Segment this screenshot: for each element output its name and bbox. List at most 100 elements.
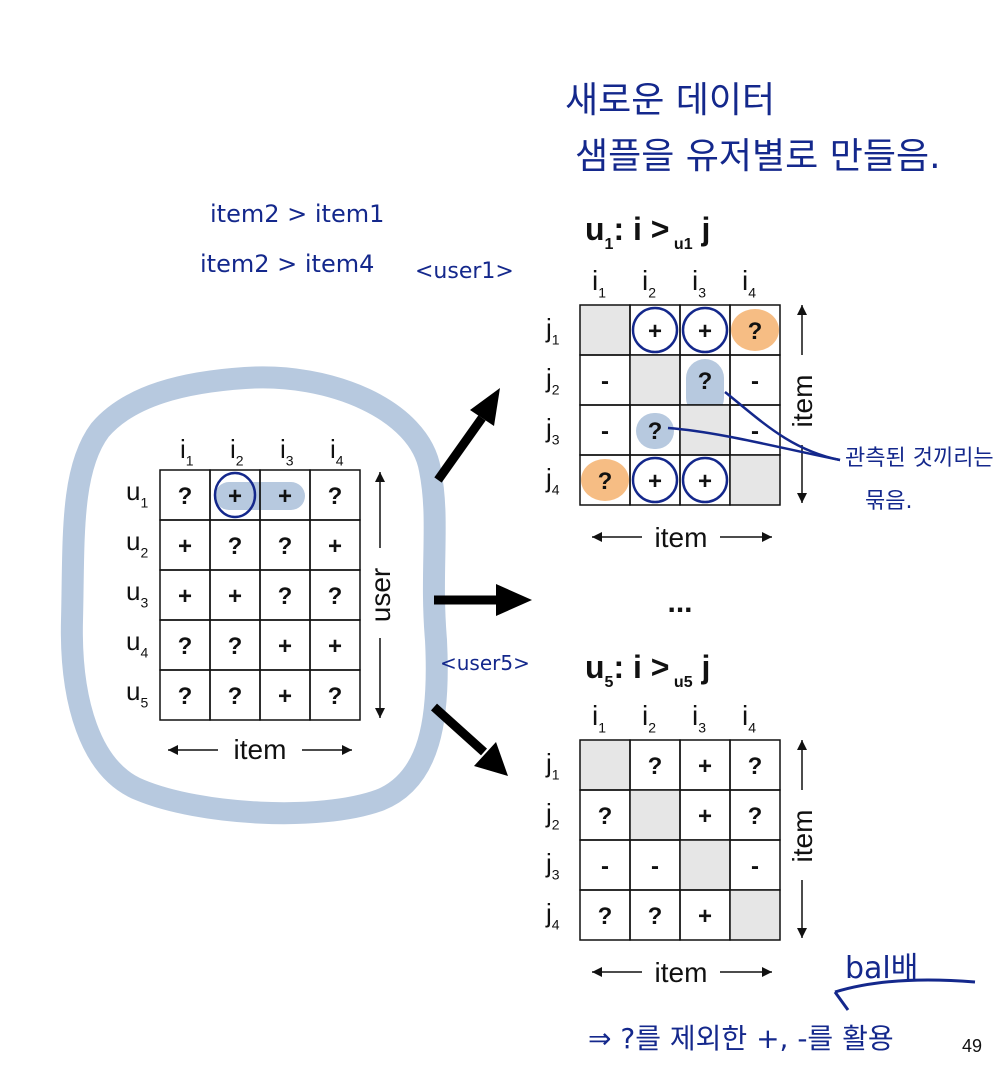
cell-value: + [178,583,192,610]
col-label: i3 [692,265,706,301]
annotation-bottom-note: ⇒ ?를 제외한 +, -를 활용 [588,1022,894,1055]
cell-value: ? [748,803,763,830]
cell-value: - [601,368,609,395]
row-label: u2 [126,526,148,561]
cell-value: ? [178,633,193,660]
connector-line-1 [724,391,841,462]
col-label: i4 [742,700,756,736]
cell-value: ? [278,583,293,610]
cell-value: + [698,753,712,780]
cell-value: + [648,318,662,345]
y-axis-arrow-bottom [797,493,807,503]
cell-value: ? [748,318,763,345]
x-axis-arrow-left [592,532,602,542]
arrow-to-ellipsis [434,584,532,616]
row-label: j2 [545,363,560,398]
cell-value: + [698,318,712,345]
annotation-top-line2: 샘플을 유저별로 만들음. [575,136,941,177]
cell-value: ? [598,903,613,930]
cell-value: ? [648,753,663,780]
x-axis-arrow-right [762,967,772,977]
cell-value: ? [228,533,243,560]
cell-value: + [278,683,292,710]
y-axis-arrow-top [375,472,385,482]
cell-value: ? [598,468,613,495]
blue-circle-highlight [60,366,448,825]
y-axis-label: item [787,375,818,428]
pen-circle [681,306,729,354]
connector-line-2 [667,426,841,462]
diagonal-cell [729,889,781,941]
cell-value: ? [228,633,243,660]
pen-circle [681,456,729,504]
cell-value: - [601,418,609,445]
cell-highlight-blue [686,359,724,417]
diagonal-cell [629,789,681,841]
row-label: j4 [545,898,560,933]
x-axis-arrow-right [762,532,772,542]
cell-value: - [751,418,759,445]
cell-value: ? [328,483,343,510]
row-label: u3 [126,576,148,611]
cell-value: + [228,483,242,510]
x-axis-arrow-left [592,967,602,977]
diagonal-cell [579,739,631,791]
col-label: i1 [592,700,606,736]
cell-value: + [328,533,342,560]
row-label: j4 [545,463,560,498]
y-axis-arrow-top [797,740,807,750]
col-label: i2 [642,700,656,736]
row-label: j1 [545,313,560,348]
cell-value: + [648,468,662,495]
y-axis-arrow-top [797,305,807,315]
row-label: j3 [545,413,560,448]
cell-value: + [178,533,192,560]
cell-highlight-blue [636,413,674,449]
y-axis-arrow-bottom [375,708,385,718]
diagonal-cell [679,839,731,891]
cell-value: ? [278,533,293,560]
annotation-side-note-1: 관측된 것끼리는 [845,446,994,471]
annotation-user1-tag: <user1> [415,259,514,284]
cell-value: + [698,468,712,495]
pairwise-title: u5: i > u5 j [585,649,710,691]
cell-value: - [651,853,659,880]
cell-value: ? [328,683,343,710]
cell-value: ? [748,753,763,780]
cell-value: ? [228,683,243,710]
col-label: i3 [692,700,706,736]
annotation-item-pref-1: item2 > item1 [210,200,384,228]
arrow-to-u1 [434,388,500,483]
pen-circle [213,471,257,519]
cell-value: - [601,853,609,880]
y-axis-arrow-bottom [797,928,807,938]
col-label: i2 [642,265,656,301]
row-label: u5 [126,676,148,711]
matrix-cell [309,669,361,721]
pen-circle [631,306,679,354]
col-label: i4 [742,265,756,301]
x-axis-arrow-right [342,745,352,755]
row-label: j3 [545,848,560,883]
y-axis-label: user [365,568,396,622]
diagonal-cell [579,304,631,356]
cell-highlight-orange [581,459,629,501]
ellipsis: ... [667,586,692,619]
annotation-item-pref-2: item2 > item4 [200,250,374,278]
y-axis-label: item [787,810,818,863]
cell-value: ? [178,683,193,710]
cell-value: ? [328,583,343,610]
cell-value: + [228,583,242,610]
annotation-side-note-2: 묶음. [865,489,912,514]
cell-highlight-orange [731,309,779,351]
col-label: i1 [180,434,194,469]
cell-value: + [328,633,342,660]
cell-value: + [278,633,292,660]
pairwise-title: u1: i > u1 j [585,211,710,253]
col-label: i3 [280,434,294,469]
diagonal-cell [629,354,681,406]
x-axis-label: item [234,734,287,765]
x-axis-label: item [655,957,708,988]
col-label: i4 [330,434,344,469]
